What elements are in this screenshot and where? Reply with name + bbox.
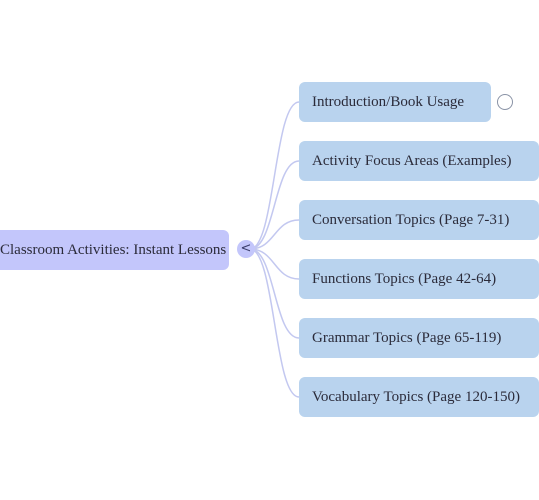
child-node-grammar[interactable]: Grammar Topics (Page 65-119) bbox=[299, 318, 539, 358]
mindmap-edges bbox=[249, 101, 300, 398]
edge-6 bbox=[249, 248, 300, 398]
child-node-activity-focus[interactable]: Activity Focus Areas (Examples) bbox=[299, 141, 539, 181]
child-node-label: Activity Focus Areas (Examples) bbox=[312, 153, 512, 169]
child-node-vocabulary[interactable]: Vocabulary Topics (Page 120-150) bbox=[299, 377, 539, 417]
collapse-toggle-icon[interactable]: < bbox=[237, 240, 255, 258]
root-node[interactable]: Classroom Activities: Instant Lessons bbox=[0, 230, 229, 270]
expand-toggle-icon[interactable] bbox=[497, 94, 513, 110]
edge-3 bbox=[249, 219, 300, 250]
child-node-label: Conversation Topics (Page 7-31) bbox=[312, 212, 510, 228]
child-node-label: Introduction/Book Usage bbox=[312, 94, 465, 110]
child-node-label: Vocabulary Topics (Page 120-150) bbox=[312, 389, 520, 405]
child-node-label: Grammar Topics (Page 65-119) bbox=[312, 330, 502, 346]
edge-1 bbox=[249, 101, 300, 250]
root-node-label: Classroom Activities: Instant Lessons bbox=[0, 242, 227, 258]
collapse-glyph: < bbox=[240, 241, 252, 256]
mindmap-canvas: Classroom Activities: Instant Lessons < … bbox=[0, 82, 539, 417]
child-node-conversation[interactable]: Conversation Topics (Page 7-31) bbox=[299, 200, 539, 240]
edge-2 bbox=[249, 160, 300, 250]
edge-4 bbox=[249, 248, 300, 280]
child-node-label: Functions Topics (Page 42-64) bbox=[312, 271, 497, 287]
child-node-introduction[interactable]: Introduction/Book Usage bbox=[299, 82, 491, 122]
child-node-functions[interactable]: Functions Topics (Page 42-64) bbox=[299, 259, 539, 299]
edge-5 bbox=[249, 248, 300, 339]
